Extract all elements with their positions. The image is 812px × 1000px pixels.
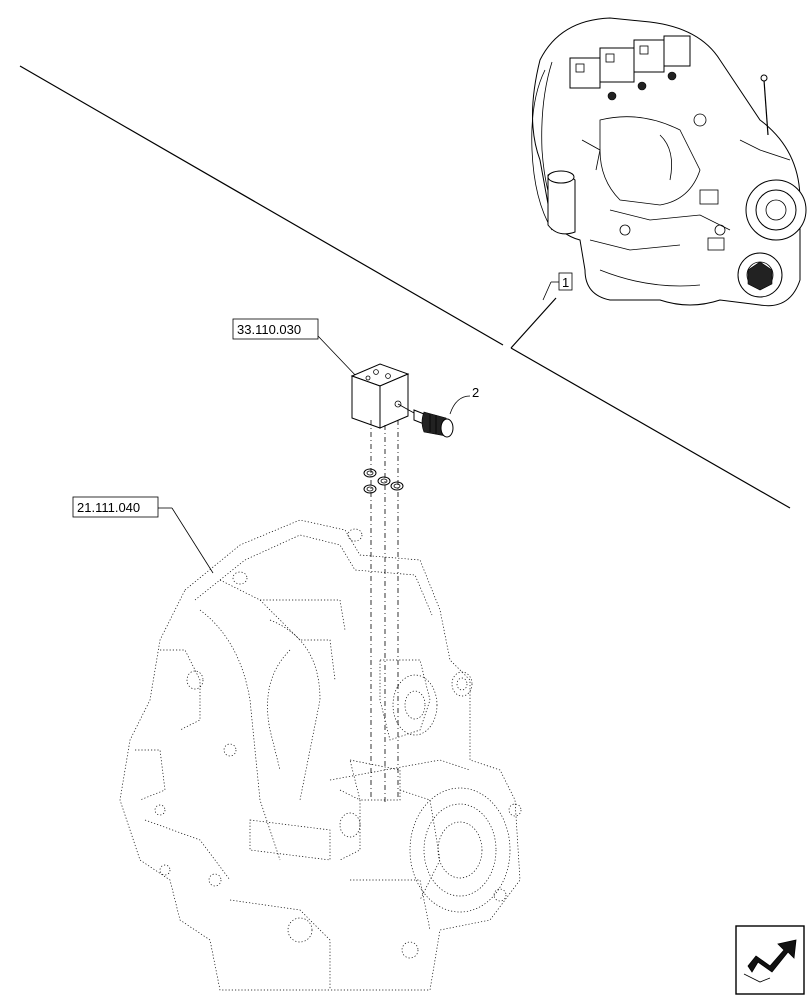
callout-21-111-040-label: 21.111.040: [77, 500, 140, 515]
transmission-assembly-image: [531, 17, 807, 307]
callout-2-label: 2: [472, 385, 479, 400]
callout-1[interactable]: 1: [542, 272, 573, 301]
o-rings: [363, 468, 404, 494]
callout-33-110-030[interactable]: 33.110.030: [232, 318, 359, 379]
transmission-housing-phantom: [119, 519, 522, 991]
sensor-part-2: [397, 403, 454, 438]
callout-2[interactable]: 2: [449, 385, 479, 415]
callout-33-110-030-label: 33.110.030: [237, 322, 301, 337]
arrow-navigation-icon[interactable]: [735, 925, 805, 995]
callout-21-111-040[interactable]: 21.111.040: [72, 496, 214, 574]
callout-1-label: 1: [562, 275, 569, 290]
valve-block: [350, 363, 410, 429]
alignment-lines: [370, 420, 399, 805]
separator-lines: [19, 65, 791, 509]
